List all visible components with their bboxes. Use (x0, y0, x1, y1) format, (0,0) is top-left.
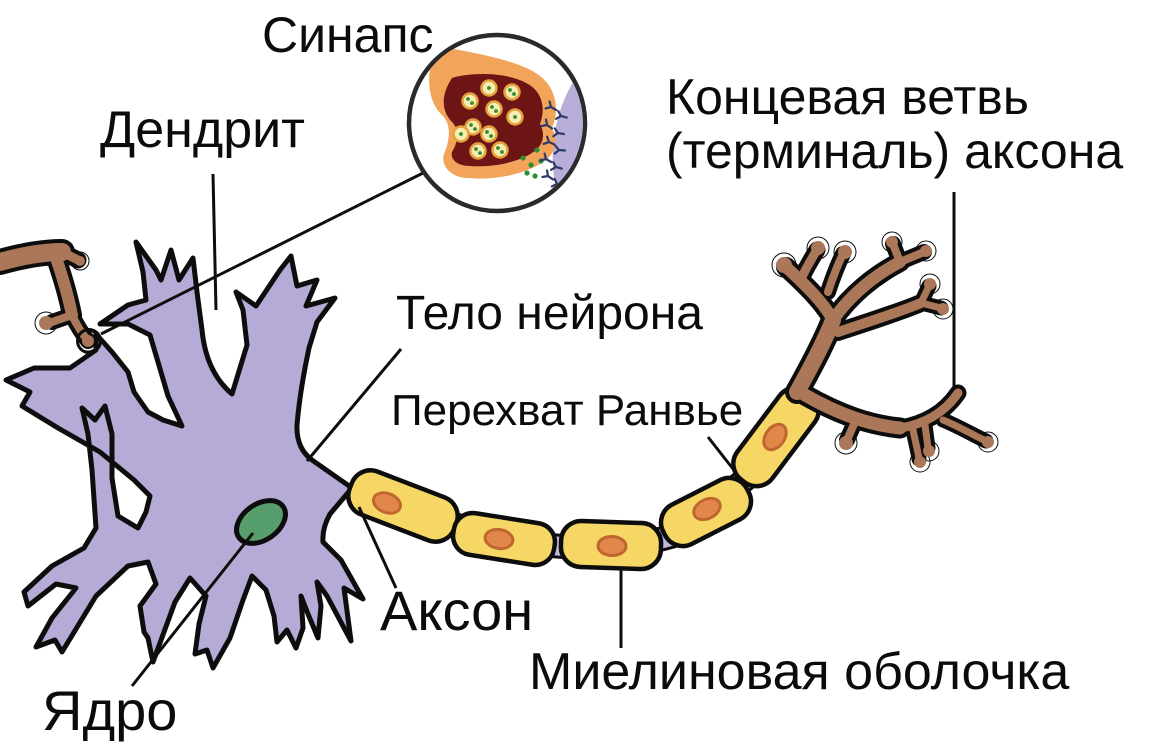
label-dendrite: Дендрит (100, 101, 305, 159)
synapse-leader-line (100, 169, 428, 336)
label-axon: Аксон (380, 579, 534, 642)
label-node-of-ranvier: Перехват Ранвье (391, 386, 744, 435)
label-cell-body: Тело нейрона (396, 287, 703, 340)
axon-terminal-tree (771, 231, 999, 473)
schwann-cell-nuclei (371, 422, 788, 558)
leader-lines (76, 169, 956, 687)
receptor-icons (539, 100, 568, 188)
synapse-marker-circle (76, 328, 102, 354)
label-myelin-sheath: Миелиновая оболочка (529, 643, 1070, 701)
dendrite-leader-line (211, 173, 218, 311)
neuron-cell-body-shape (3, 239, 366, 671)
label-synapse: Синапс (262, 7, 434, 63)
label-nucleus: Ядро (42, 679, 178, 742)
nucleus-leader-line (130, 532, 255, 687)
ranvier-leader-line (706, 436, 739, 475)
vesicle-neurotransmitter-dots (459, 86, 517, 155)
presynaptic-terminal-branch (0, 239, 99, 352)
nucleus-shape (234, 498, 288, 546)
synapse-inset (406, 32, 588, 214)
axon-leader-line (357, 506, 398, 589)
label-terminal-branch: Концевая ветвь (терминаль) аксона (666, 69, 1124, 179)
synaptic-vesicles (452, 79, 524, 160)
cell-body-leader-line (305, 348, 403, 462)
